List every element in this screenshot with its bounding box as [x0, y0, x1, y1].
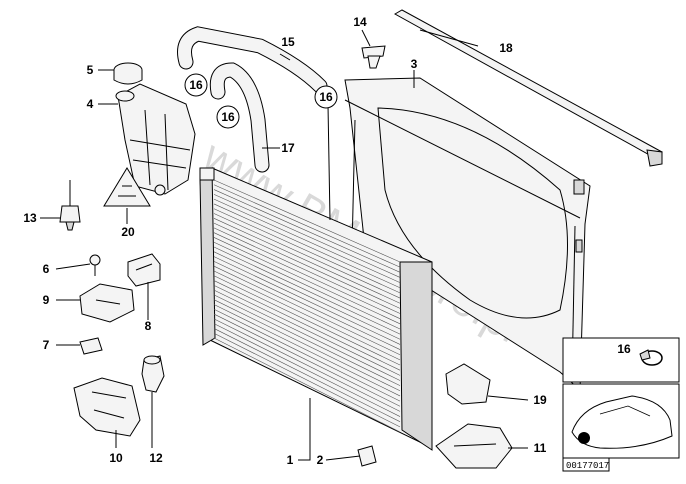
svg-text:16: 16: [221, 110, 235, 124]
radiator-fin-line: [213, 251, 401, 340]
warning-label-part: [103, 167, 151, 207]
cap-part: [113, 62, 143, 85]
radiator-fin-line: [213, 289, 401, 381]
callout-20: 20: [121, 225, 135, 239]
radiator-fin-line: [213, 227, 401, 314]
radiator-fin-line: [213, 261, 401, 350]
bracket-right-part: [445, 363, 491, 405]
radiator-fin-line: [213, 328, 401, 422]
callout-11: 11: [534, 441, 547, 455]
callout-8: 8: [145, 319, 152, 333]
air-duct-right-part: [435, 423, 513, 469]
expansion-tank-part: [115, 83, 196, 196]
inset-callout-16: 16: [617, 342, 631, 356]
radiator-fin-line: [213, 198, 401, 283]
upper-hose-part: [177, 26, 328, 94]
radiator-fin-line: [213, 246, 401, 335]
callout-6: 6: [43, 262, 50, 276]
radiator-fin-line: [213, 309, 401, 402]
rubber-mount-part: [127, 253, 161, 287]
svg-text:16: 16: [319, 90, 333, 104]
radiator-fin-line: [213, 304, 401, 397]
radiator-fin-line: [213, 218, 401, 304]
radiator-fin-line: [213, 241, 401, 330]
radiator-fins: [213, 179, 401, 433]
callout-17: 17: [281, 141, 295, 155]
callout-13: 13: [23, 211, 37, 225]
radiator-fin-line: [213, 232, 401, 319]
air-duct-left-part: [73, 377, 141, 437]
radiator-fin-line: [213, 313, 401, 407]
callout-5: 5: [87, 63, 94, 77]
radiator-fin-line: [213, 203, 401, 289]
radiator-fin-line: [213, 208, 401, 294]
lower-hose-part: [209, 62, 270, 173]
radiator-fin-line: [213, 323, 401, 417]
radiator-fin-line: [213, 189, 401, 273]
fan-shroud-part: [344, 77, 591, 392]
svg-text:16: 16: [189, 78, 203, 92]
drain-plug-part: [357, 445, 377, 467]
car-silhouette-icon: [571, 395, 673, 449]
callout-3: 3: [411, 57, 418, 71]
radiator-fin-line: [213, 237, 401, 325]
reference-code: 00177017: [566, 461, 609, 471]
sensor-part: [59, 180, 81, 231]
clip-part: [361, 45, 386, 69]
radiator-fin-line: [213, 179, 401, 263]
callout-4: 4: [87, 97, 94, 111]
vehicle-inset: 00177017: [562, 337, 680, 472]
callout-12: 12: [149, 451, 163, 465]
rubber-bushing-part: [141, 355, 165, 393]
radiator-fin-line: [213, 213, 401, 299]
radiator-fin-line: [213, 256, 401, 345]
callout-9: 9: [43, 293, 50, 307]
callout-7: 7: [43, 338, 50, 352]
radiator-fin-line: [213, 285, 401, 376]
screw-part: [89, 254, 101, 276]
radiator-fin-line: [213, 318, 401, 412]
circled-callout-16a: 16: [184, 73, 208, 97]
radiator-fin-line: [213, 265, 401, 355]
bracket-part: [79, 283, 135, 323]
clamp-nut-part: [79, 337, 103, 355]
radiator-fin-line: [213, 280, 401, 371]
radiator-fin-line: [213, 194, 401, 278]
radiator-fin-line: [213, 222, 401, 309]
callout-14: 14: [353, 15, 367, 29]
radiator-fin-line: [213, 299, 401, 392]
callout-18: 18: [499, 41, 513, 55]
circled-callout-16c: 16: [314, 85, 338, 109]
radiator-fin-line: [213, 332, 401, 428]
callout-19: 19: [533, 393, 547, 407]
radiator-fin-line: [213, 275, 401, 366]
circled-callout-16b: 16: [216, 105, 240, 129]
callout-15: 15: [281, 35, 295, 49]
radiator-fin-line: [213, 337, 401, 433]
callout-10: 10: [109, 451, 123, 465]
hose-clamp-icon: [639, 349, 663, 366]
radiator-fin-line: [213, 270, 401, 361]
callout-2: 2: [317, 453, 324, 467]
radiator-part: [199, 166, 433, 451]
callout-1: 1: [287, 453, 294, 467]
radiator-fin-line: [213, 294, 401, 386]
seal-strip-part: [393, 9, 663, 167]
radiator-fin-line: [213, 184, 401, 268]
